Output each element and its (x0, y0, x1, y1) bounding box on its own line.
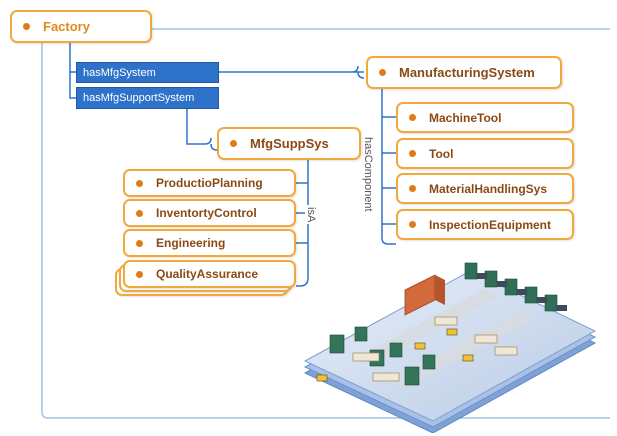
machine-bases (477, 273, 567, 311)
node-component[interactable]: Tool (396, 138, 574, 169)
floor-plate-top (303, 270, 597, 422)
mfgsupport-link-line (186, 109, 218, 151)
relation-isa-text: isA (305, 207, 317, 223)
node-subclass[interactable]: ProductioPlanning (123, 169, 296, 197)
bullet-icon (136, 270, 143, 278)
relation-label-hascomponent: hasComponent (362, 135, 374, 214)
mfgsystem-link-line (219, 65, 365, 79)
node-subclass-label: InventortyControl (156, 206, 257, 220)
property-has-mfg-system[interactable]: hasMfgSystem (76, 62, 219, 83)
node-component[interactable]: MaterialHandlingSys (396, 173, 574, 204)
bullet-icon (409, 221, 416, 228)
node-factory[interactable]: Factory (10, 10, 152, 43)
node-component-label: InspectionEquipment (429, 217, 552, 232)
factory-floor-illustration (303, 262, 597, 433)
relation-hascomponent-text: hasComponent (362, 137, 374, 212)
node-subclass[interactable]: Engineering (123, 229, 296, 257)
trunk-to-props-line (69, 43, 76, 99)
node-factory-label: Factory (43, 19, 90, 34)
forklifts (316, 328, 474, 382)
factory-trunk-line (41, 43, 610, 419)
node-subclass-label: ProductioPlanning (156, 176, 263, 190)
node-manufacturing-system[interactable]: ManufacturingSystem (366, 56, 562, 89)
relation-label-isa: isA (305, 205, 317, 225)
bullet-icon (136, 179, 143, 187)
node-subclass-label: Engineering (156, 236, 226, 250)
node-component-label: MaterialHandlingSys (429, 181, 548, 196)
node-component-label: MachineTool (429, 110, 502, 125)
bullet-icon (409, 185, 416, 192)
node-subclass[interactable]: QualityAssurance (123, 260, 296, 288)
machine-cluster (329, 326, 436, 386)
node-subclass-label: QualityAssurance (156, 267, 259, 281)
node-subclass[interactable]: InventortyControl (123, 199, 296, 227)
bullet-icon (409, 150, 416, 157)
property-has-mfg-support-system-label: hasMfgSupportSystem (83, 92, 195, 104)
bullet-icon (379, 69, 386, 76)
bullet-icon (136, 209, 143, 217)
node-component-label: Tool (429, 146, 454, 161)
isa-line (296, 158, 309, 287)
work-benches (352, 316, 518, 382)
hascomponent-line (381, 86, 396, 245)
machine-row (464, 262, 558, 312)
property-has-mfg-support-system[interactable]: hasMfgSupportSystem (76, 87, 219, 109)
node-component[interactable]: InspectionEquipment (396, 209, 574, 240)
bullet-icon (23, 23, 30, 30)
bullet-icon (136, 239, 143, 247)
property-has-mfg-system-label: hasMfgSystem (83, 66, 156, 79)
brick-wall-side (435, 275, 445, 305)
bullet-icon (230, 140, 237, 147)
node-mfg-supp-sys-label: MfgSuppSys (250, 136, 329, 151)
node-component[interactable]: MachineTool (396, 102, 574, 133)
node-mfg-supp-sys[interactable]: MfgSuppSys (217, 127, 361, 160)
node-manufacturing-system-label: ManufacturingSystem (399, 65, 535, 80)
bullet-icon (409, 114, 416, 121)
